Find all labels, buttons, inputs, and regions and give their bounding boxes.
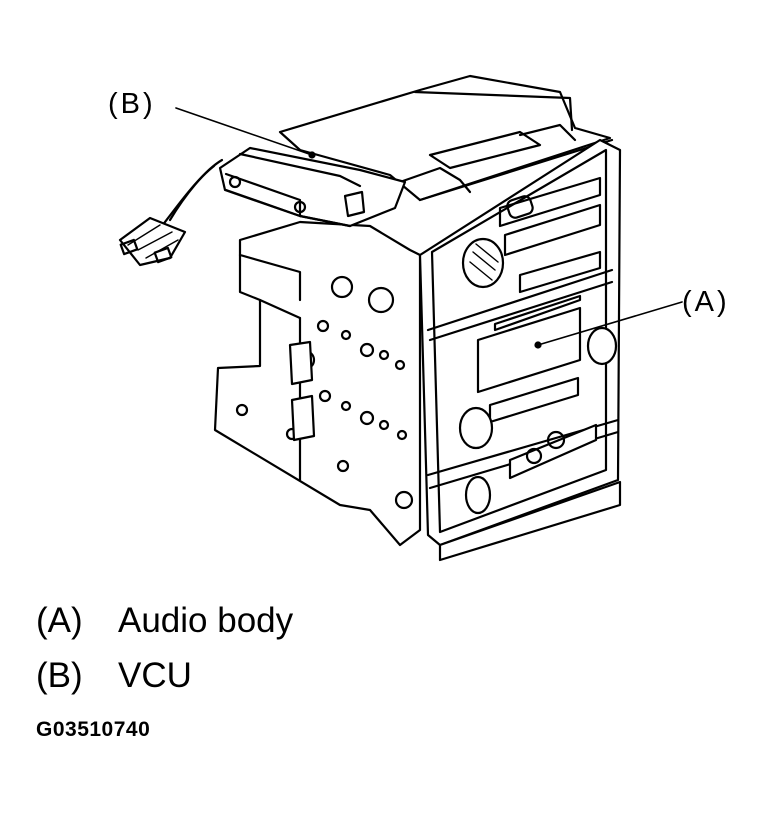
legend-key: (A) — [36, 601, 83, 640]
knob-lower — [458, 406, 494, 450]
figure-id: G03510740 — [36, 718, 151, 741]
legend-item-b: (B) VCU — [36, 656, 192, 696]
audio-unit-illustration — [118, 74, 683, 562]
legend-label: VCU — [118, 656, 192, 695]
vcu-module — [218, 146, 407, 228]
legend-key: (B) — [36, 656, 83, 695]
side-plate — [213, 220, 466, 547]
leader-dot-a — [534, 341, 542, 349]
leader-line-a — [537, 301, 683, 346]
top-housing — [278, 74, 614, 202]
knob-right — [586, 326, 618, 366]
wire-harness — [118, 158, 224, 267]
legend-label: Audio body — [118, 601, 294, 640]
callout-label-b: (B) — [108, 88, 156, 120]
knob-upper — [461, 237, 505, 289]
callout-label-a: (A) — [682, 286, 730, 318]
leader-line-b — [175, 107, 313, 156]
legend-item-a: (A) Audio body — [36, 601, 293, 641]
